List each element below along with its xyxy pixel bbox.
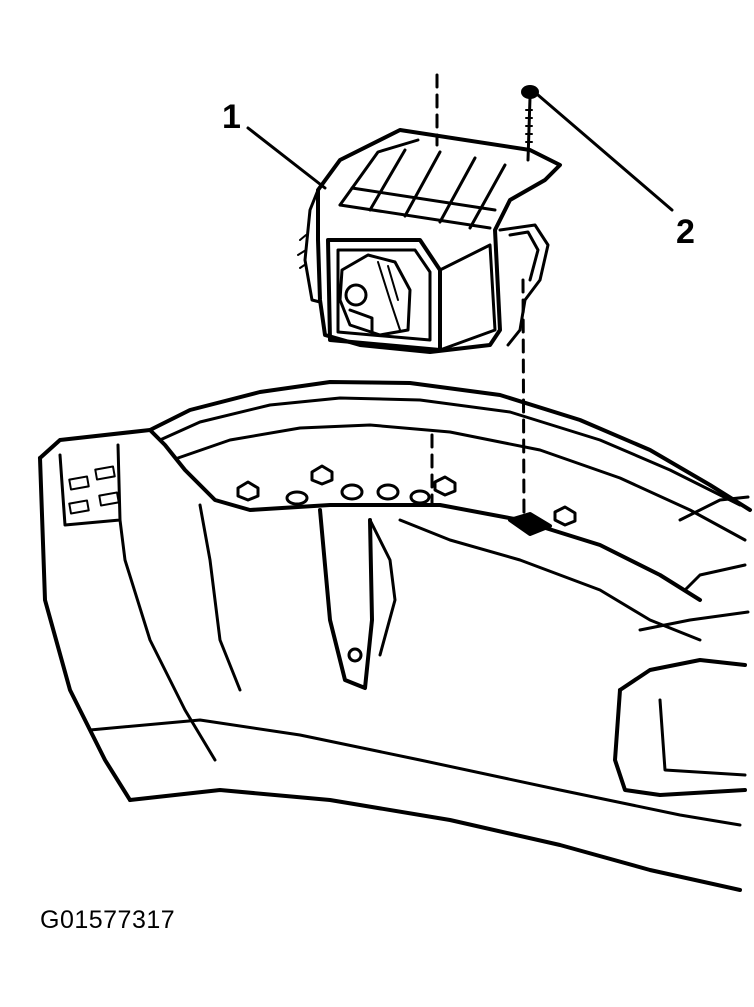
callout-2-leader (536, 93, 674, 212)
figure-id: G01577317 (40, 906, 176, 934)
housing-rib (468, 163, 507, 230)
housing-rib (403, 150, 442, 218)
bumper (38, 380, 752, 892)
bolt-head (521, 85, 539, 99)
bumper-vent-slot (68, 499, 90, 515)
fastener (285, 490, 309, 506)
mounting-bolt (521, 85, 539, 162)
alignment-lines (430, 73, 526, 522)
callout-1-leader (246, 126, 327, 190)
housing-rib (438, 156, 477, 224)
alignment-line (521, 278, 526, 522)
bumper-vent-slot (94, 465, 116, 481)
callout-2-label: 2 (676, 213, 695, 251)
lens-bezel (326, 238, 442, 352)
fastener (340, 483, 364, 501)
callout-1-label: 1 (222, 98, 241, 136)
fog-lamp-assembly (297, 128, 562, 354)
fastener (236, 480, 260, 502)
mounting-hole (508, 512, 552, 536)
bracket-bolt-hole (347, 647, 363, 663)
callout-2: 2 (536, 93, 695, 251)
housing-rib (368, 148, 407, 212)
mounting-bracket (318, 508, 397, 690)
bulb-socket (338, 253, 412, 337)
bumper-top-edge (148, 380, 752, 512)
fastener (310, 464, 334, 486)
callout-1: 1 (222, 98, 327, 190)
fastener (409, 489, 431, 505)
lamp-wire (498, 223, 550, 347)
bumper-fasteners (236, 464, 577, 536)
fastener (433, 475, 457, 497)
bumper-right-pocket (618, 658, 747, 692)
fastener (376, 483, 400, 501)
bumper-vent-slot (68, 475, 90, 491)
bumper-vent-slot (98, 491, 120, 507)
fastener (553, 505, 577, 527)
fog-lamp-housing (316, 128, 562, 354)
